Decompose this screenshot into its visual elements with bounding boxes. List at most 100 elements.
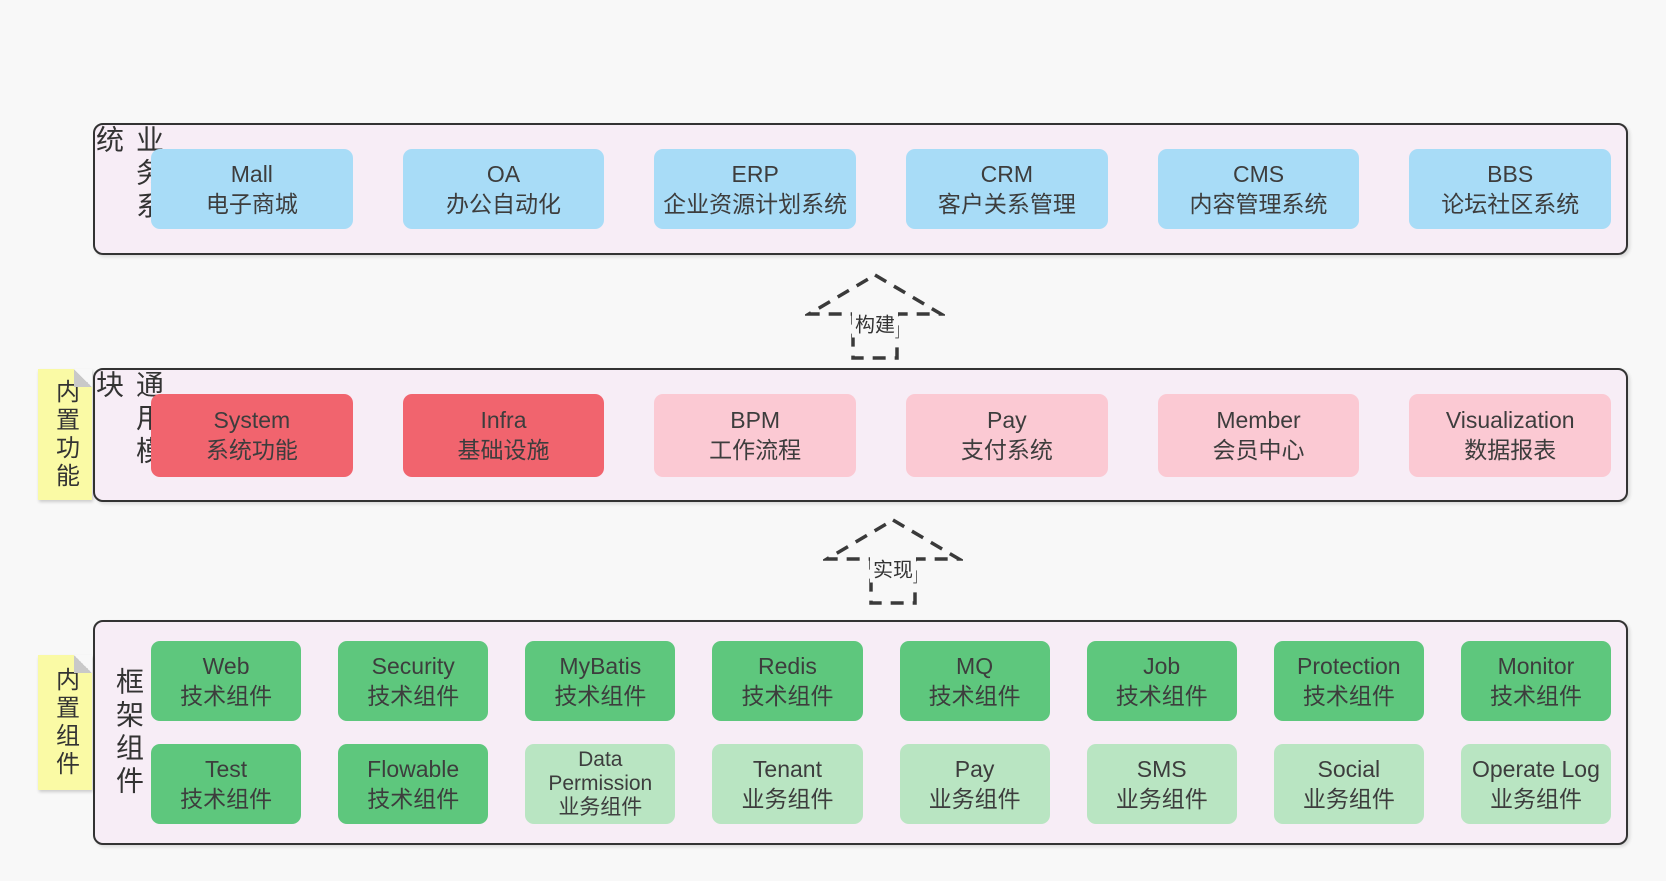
box-title: Data Permission (548, 748, 653, 795)
box-subtitle: 论坛社区系统 (1441, 191, 1580, 217)
sticky-note-built-in-functions: 内置功能 (38, 369, 92, 500)
box-sms: SMS 业务组件 (1086, 744, 1237, 824)
box-subtitle: 数据报表 (1464, 437, 1557, 463)
box-subtitle: 办公自动化 (446, 191, 561, 217)
box-title: Redis (758, 653, 817, 679)
box-subtitle: 技术组件 (367, 683, 460, 709)
box-title: Test (204, 756, 248, 782)
box-title: Social (1317, 756, 1381, 782)
build-arrow: 构建 (805, 272, 945, 362)
box-subtitle: 技术组件 (180, 683, 273, 709)
box-subtitle: 内容管理系统 (1189, 191, 1328, 217)
box-visualization: Visualization 数据报表 (1409, 393, 1612, 477)
box-subtitle: 系统功能 (205, 437, 298, 463)
box-title: Infra (480, 407, 527, 433)
box-title: Pay (987, 407, 1027, 433)
box-pay: Pay 支付系统 (906, 393, 1108, 477)
box-title: System (213, 407, 291, 433)
note-fold-corner-icon (74, 369, 92, 387)
box-security: Security 技术组件 (338, 641, 489, 721)
note-fold-corner-icon (74, 655, 92, 673)
box-title: Web (202, 653, 250, 679)
box-subtitle: 业务组件 (1489, 786, 1582, 812)
box-subtitle: 电子商城 (205, 191, 298, 217)
box-title: Job (1143, 653, 1181, 679)
box-title: SMS (1136, 756, 1187, 782)
box-title: OA (486, 161, 521, 187)
box-title: Operate Log (1472, 756, 1600, 782)
box-title: Protection (1297, 653, 1401, 679)
box-title: BPM (730, 407, 781, 433)
section-label-business: 业务系统 (93, 125, 164, 253)
box-title: CRM (980, 161, 1034, 187)
box-subtitle: 企业资源计划系统 (663, 191, 848, 217)
box-subtitle: 基础设施 (457, 437, 550, 463)
implement-arrow-label: 实现 (870, 553, 916, 583)
box-subtitle: 技术组件 (1302, 683, 1395, 709)
box-subtitle: 技术组件 (180, 786, 273, 812)
section-label-text: 框架组件 (113, 666, 144, 799)
box-system: System 系统功能 (151, 393, 353, 477)
sticky-note-built-in-components: 内置组件 (38, 655, 92, 790)
box-member: Member 会员中心 (1157, 393, 1360, 477)
box-subtitle: 技术组件 (1115, 683, 1208, 709)
box-subtitle: 技术组件 (554, 683, 647, 709)
box-subtitle: 业务组件 (1115, 786, 1208, 812)
box-subtitle: 技术组件 (367, 786, 460, 812)
box-title: Member (1216, 407, 1301, 433)
box-pay: Pay 业务组件 (899, 744, 1050, 824)
box-job: Job 技术组件 (1086, 641, 1237, 721)
box-subtitle: 支付系统 (960, 437, 1053, 463)
box-subtitle: 业务组件 (558, 796, 643, 819)
box-oa: OA 办公自动化 (402, 149, 605, 229)
box-title: Visualization (1445, 407, 1575, 433)
box-bbs: BBS 论坛社区系统 (1409, 149, 1612, 229)
box-title: Monitor (1497, 653, 1575, 679)
box-operate-log: Operate Log 业务组件 (1460, 744, 1611, 824)
box-title: MQ (956, 653, 994, 679)
box-social: Social 业务组件 (1273, 744, 1424, 824)
box-flowable: Flowable 技术组件 (338, 744, 489, 824)
box-subtitle: 业务组件 (928, 786, 1021, 812)
box-subtitle: 客户关系管理 (937, 191, 1076, 217)
box-crm: CRM 客户关系管理 (906, 149, 1108, 229)
box-title: Flowable (367, 756, 460, 782)
box-title: BBS (1487, 161, 1534, 187)
build-arrow-label: 构建 (852, 308, 898, 338)
box-test: Test 技术组件 (151, 744, 302, 824)
implement-arrow: 实现 (823, 517, 963, 607)
box-title: Security (371, 653, 455, 679)
up-block-arrow-icon (823, 517, 963, 605)
section-label-framework: 框架组件 (105, 622, 151, 843)
box-mq: MQ 技术组件 (899, 641, 1050, 721)
box-protection: Protection 技术组件 (1273, 641, 1424, 721)
section-label-common: 通用模块 (93, 370, 164, 500)
up-block-arrow-icon (805, 272, 945, 360)
box-subtitle: 技术组件 (928, 683, 1021, 709)
box-title: Mall (230, 161, 273, 187)
box-subtitle: 业务组件 (1302, 786, 1395, 812)
note-text: 内置组件 (51, 666, 79, 779)
box-title: Pay (954, 756, 995, 782)
box-mall: Mall 电子商城 (151, 149, 353, 229)
box-subtitle: 会员中心 (1212, 437, 1305, 463)
box-title: CMS (1232, 161, 1285, 187)
box-web: Web 技术组件 (151, 641, 302, 721)
